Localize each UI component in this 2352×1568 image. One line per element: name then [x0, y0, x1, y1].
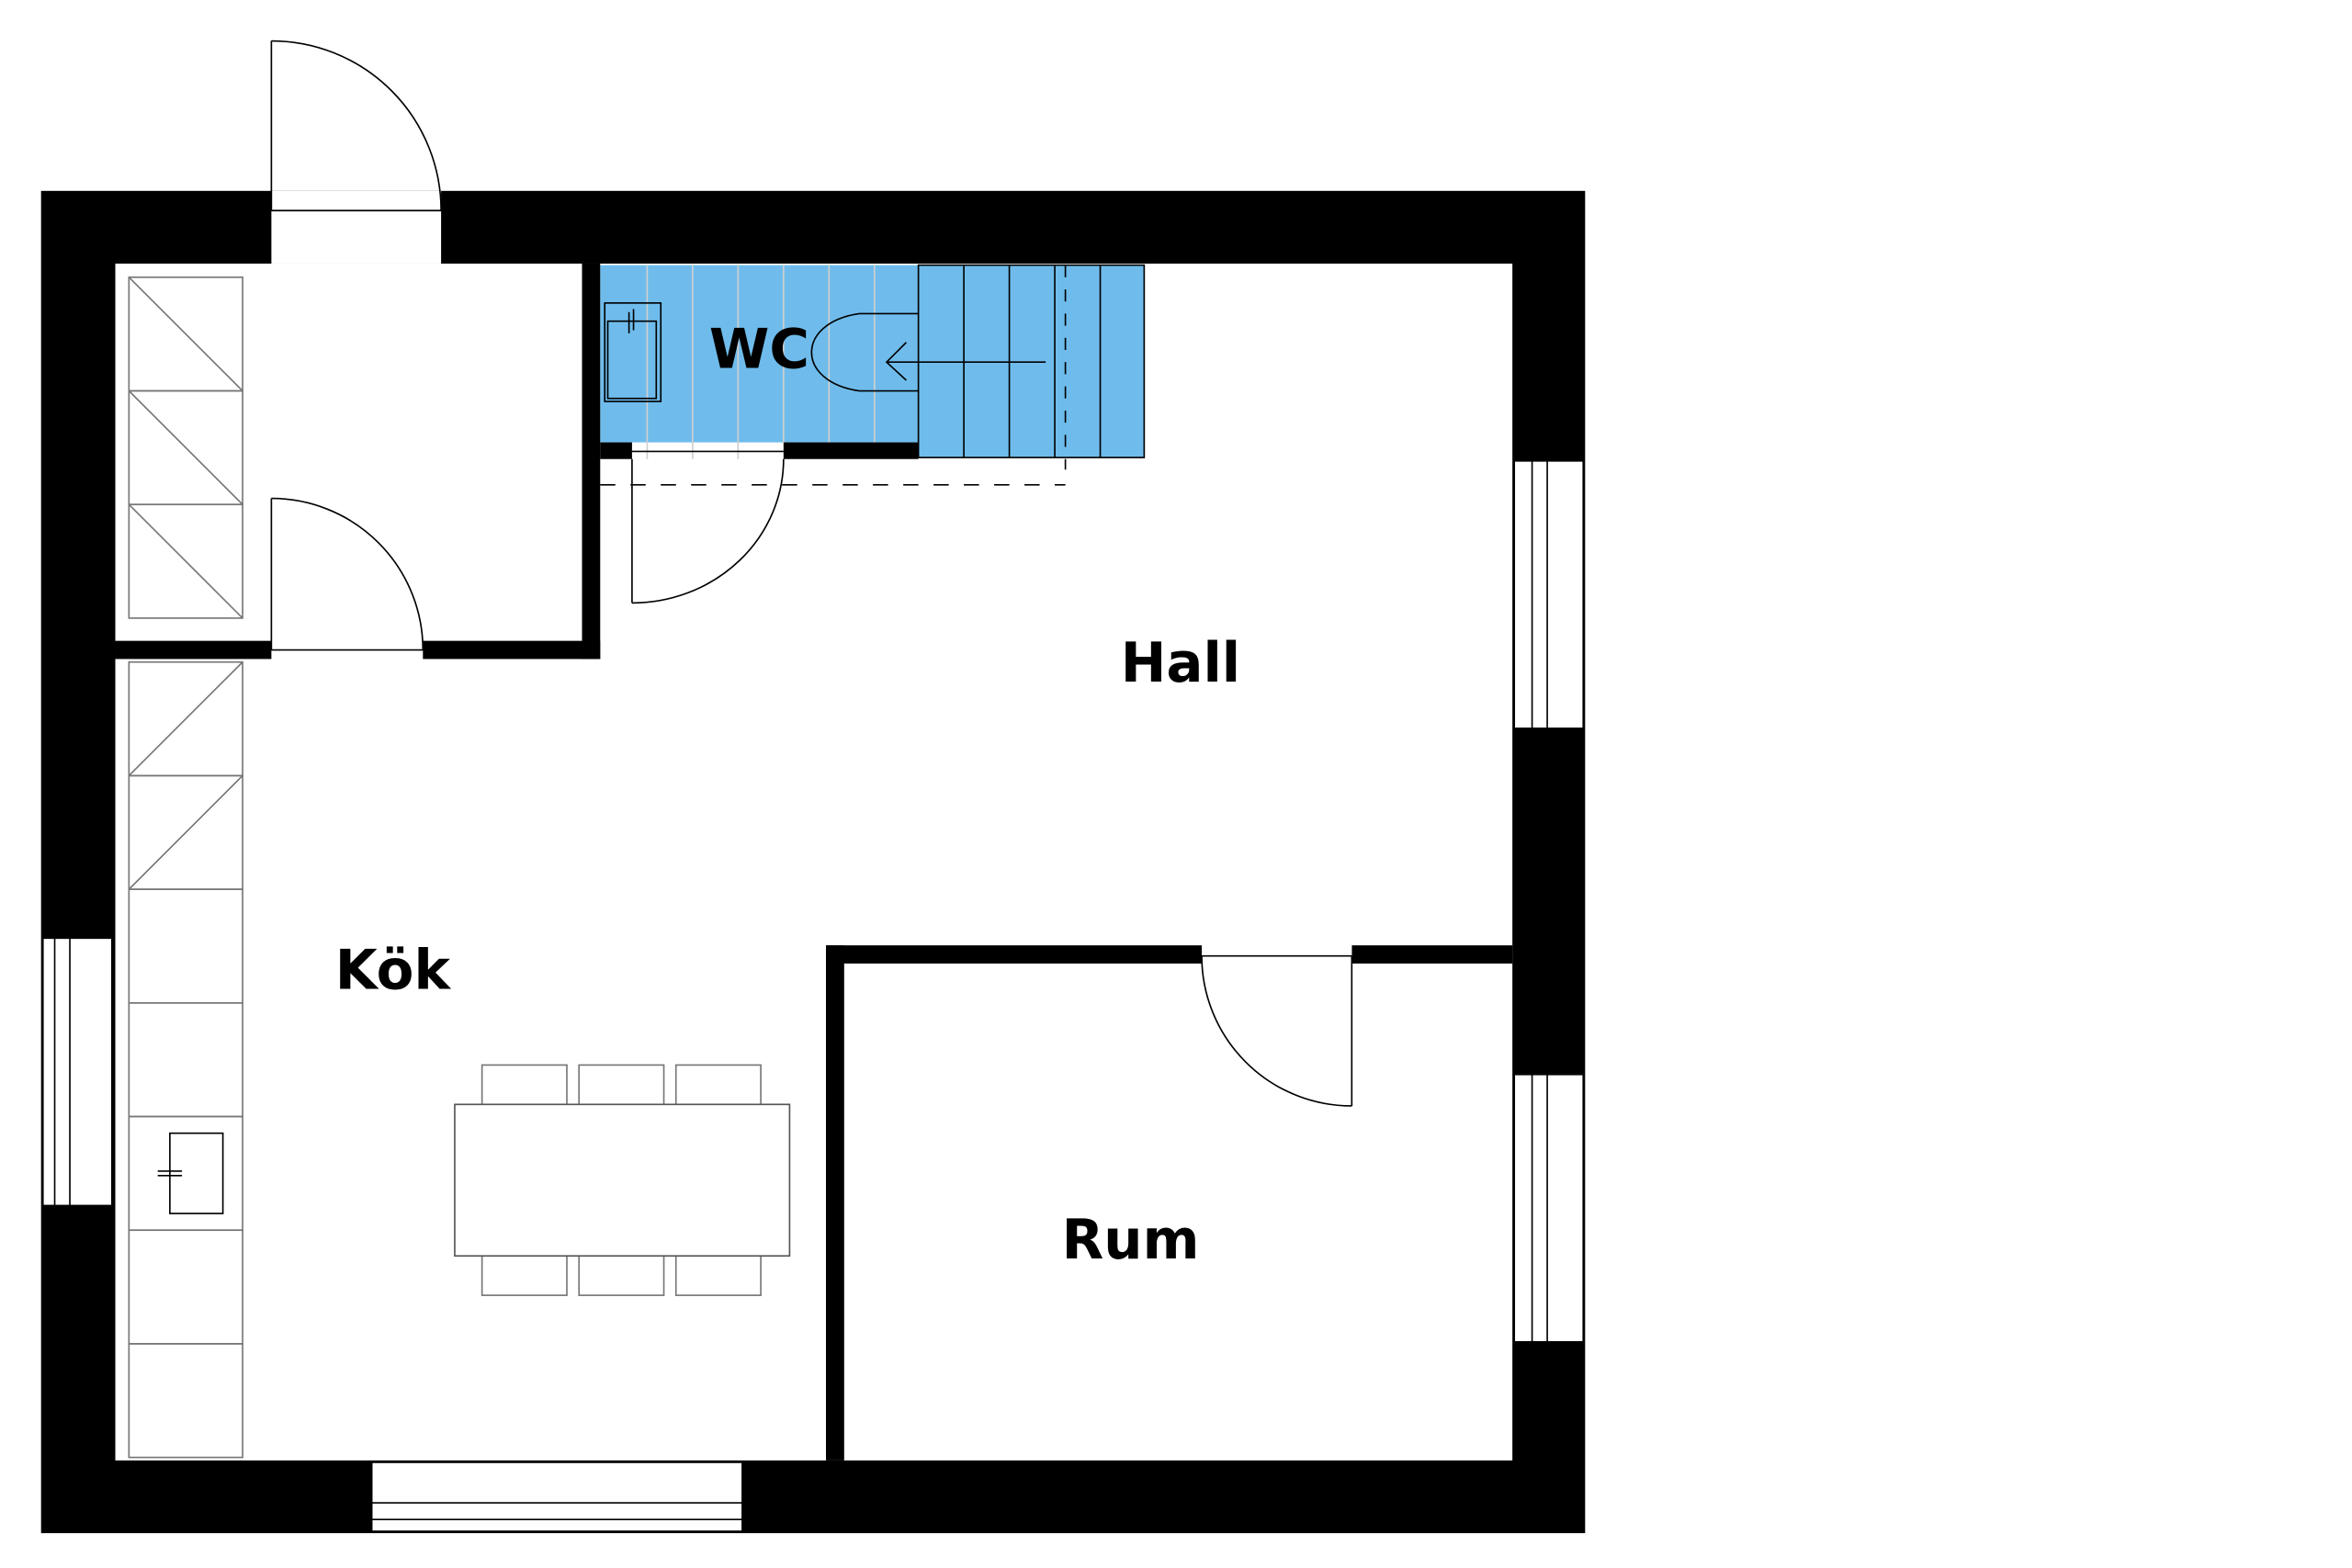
window-bottom — [369, 1461, 744, 1533]
kitchen-counter — [128, 660, 243, 1459]
staircase — [600, 264, 1146, 486]
wc-sink-icon — [604, 302, 662, 402]
rum-door[interactable] — [1201, 945, 1353, 1107]
room-label-rum: Rum — [1062, 1209, 1200, 1272]
window-left — [41, 936, 114, 1208]
interior-walls — [115, 263, 1513, 1461]
kitchen-sink-icon — [157, 1132, 224, 1214]
stair-arrow-icon — [885, 342, 1046, 381]
entrance-door[interactable] — [270, 39, 442, 264]
room-label-kok: Kök — [335, 940, 452, 1003]
room-label-wc: WC — [709, 318, 809, 381]
room-label-hall: Hall — [1121, 632, 1240, 695]
storage-cabinets — [128, 276, 243, 619]
window-right-bottom — [1512, 1073, 1585, 1344]
storage-door[interactable] — [270, 497, 424, 651]
toilet-icon — [810, 312, 919, 392]
wc-door[interactable] — [631, 450, 785, 604]
window-right-top — [1512, 459, 1585, 730]
wc-floor — [600, 265, 919, 459]
dining-table — [454, 1064, 791, 1296]
